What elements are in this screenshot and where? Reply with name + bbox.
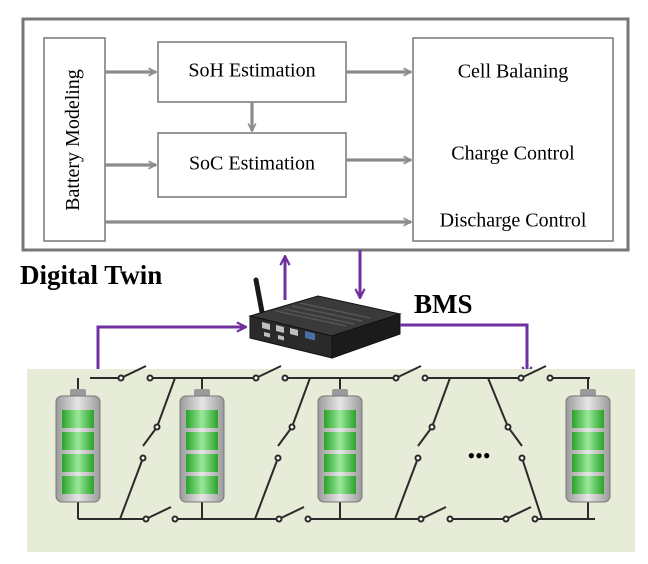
battery-cell-n xyxy=(565,389,611,503)
battery-cell-3 xyxy=(317,389,363,503)
battery-pack: ••• xyxy=(27,365,635,552)
soh-estimation-label: SoH Estimation xyxy=(188,60,315,82)
bms-device-icon xyxy=(248,277,402,359)
bottom-bus xyxy=(78,506,595,523)
battery-cell-1 xyxy=(55,389,101,503)
cells-ellipsis: ••• xyxy=(467,443,490,468)
soc-estimation-block: SoC Estimation xyxy=(157,132,347,198)
bms-label: BMS xyxy=(414,289,473,319)
cross-links xyxy=(77,377,589,520)
purple-signal-arrows xyxy=(96,250,527,376)
battery-cell-2 xyxy=(179,389,225,503)
charge-control-label: Charge Control xyxy=(451,143,575,165)
soc-estimation-label: SoC Estimation xyxy=(189,153,315,175)
arrow-bms-to-pack xyxy=(400,323,527,376)
gray-flow-arrows xyxy=(105,72,411,222)
discharge-control-label: Discharge Control xyxy=(440,210,587,232)
battery-modeling-block: Battery Modeling xyxy=(43,37,106,242)
battery-modeling-label: Battery Modeling xyxy=(62,69,84,211)
digital-twin-label: Digital Twin xyxy=(20,260,162,290)
control-outputs-block: Cell Balaning Charge Control Discharge C… xyxy=(412,37,614,242)
cell-balancing-label: Cell Balaning xyxy=(458,61,569,83)
soh-estimation-block: SoH Estimation xyxy=(157,41,347,103)
arrow-pack-to-bms xyxy=(96,327,246,372)
